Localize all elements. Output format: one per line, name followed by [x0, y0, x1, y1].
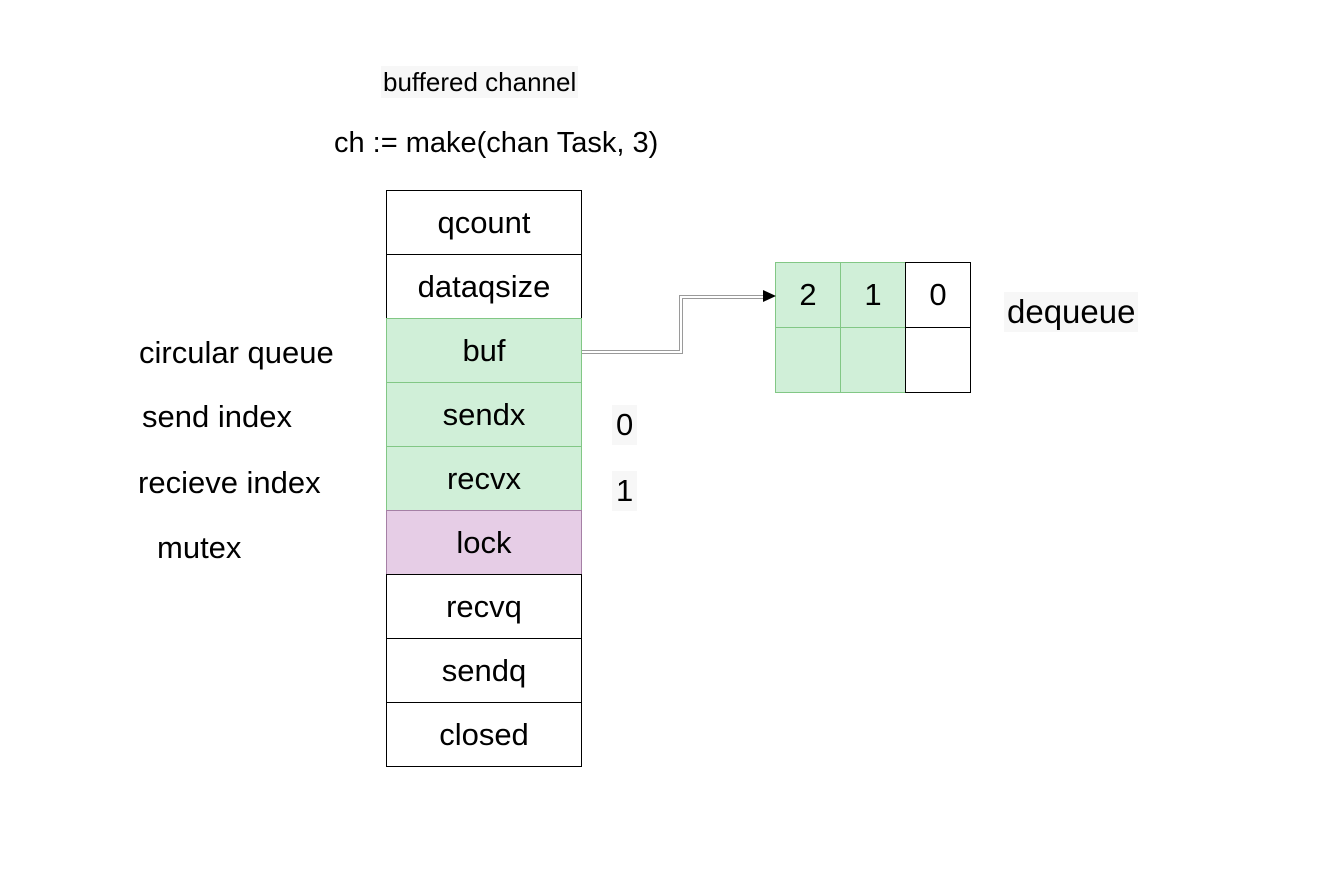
- label-circular-queue: circular queue: [139, 335, 334, 370]
- sendx-value: 0: [612, 405, 638, 445]
- queue-slot: [840, 327, 906, 393]
- field-recvq: recvq: [386, 574, 582, 639]
- circular-queue-buffer: 2 1 0: [775, 262, 971, 393]
- field-sendq: sendq: [386, 638, 582, 703]
- label-mutex: mutex: [157, 530, 242, 565]
- dequeue-label: dequeue: [1004, 292, 1139, 332]
- recvx-value: 1: [612, 471, 638, 511]
- field-qcount: qcount: [386, 190, 582, 255]
- field-recvx: recvx: [386, 446, 582, 511]
- label-recieve-index: recieve index: [138, 465, 321, 500]
- queue-slot: 0: [905, 262, 971, 328]
- field-buf: buf: [386, 318, 582, 383]
- field-dataqsize: dataqsize: [386, 254, 582, 319]
- queue-slot: [905, 327, 971, 393]
- label-send-index: send index: [142, 399, 292, 434]
- queue-slot: [775, 327, 841, 393]
- field-closed: closed: [386, 702, 582, 767]
- hchan-struct: qcount dataqsize buf sendx recvx lock re…: [386, 190, 582, 767]
- queue-slot: 1: [840, 262, 906, 328]
- field-lock: lock: [386, 510, 582, 575]
- field-sendx: sendx: [386, 382, 582, 447]
- diagram-title: buffered channel: [381, 66, 579, 98]
- queue-slot: 2: [775, 262, 841, 328]
- channel-declaration: ch := make(chan Task, 3): [334, 127, 659, 159]
